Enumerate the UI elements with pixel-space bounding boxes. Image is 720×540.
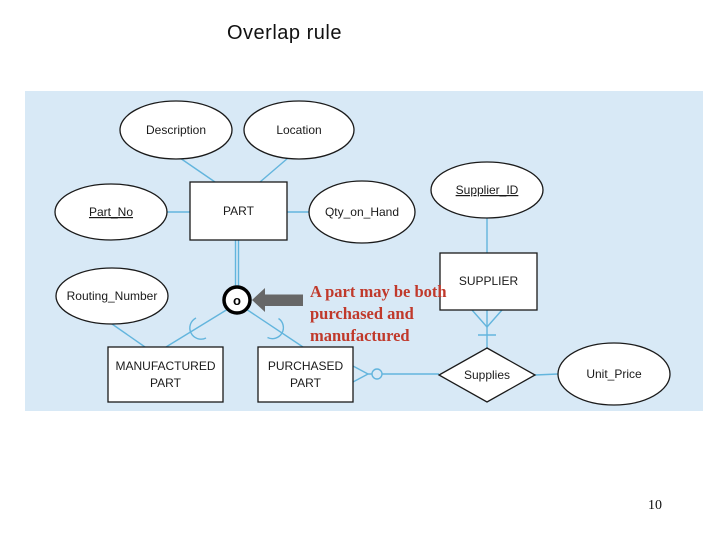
attribute-label-supplier-id: Supplier_ID bbox=[456, 183, 519, 197]
attribute-label-description: Description bbox=[146, 123, 206, 137]
entity-label-part: PART bbox=[223, 204, 255, 218]
attribute-ellipse-unit-price bbox=[557, 342, 671, 406]
connector-overlap-purchased bbox=[245, 308, 304, 348]
entity-manufactured-part bbox=[107, 346, 224, 403]
attribute-ellipse-routing-number bbox=[55, 267, 169, 325]
er-diagram-panel: o Description Location Part_No Qty_on_Ha… bbox=[25, 91, 703, 411]
connector-routing-manufactured bbox=[111, 323, 146, 348]
subtype-arc-left bbox=[189, 317, 207, 340]
subtype-arc-right bbox=[267, 317, 285, 340]
page-title: Overlap rule bbox=[227, 22, 342, 44]
overlap-circle bbox=[222, 285, 252, 315]
entity-label-manufactured-line2: PART bbox=[150, 376, 182, 390]
attribute-ellipse-supplier-id bbox=[430, 161, 544, 219]
page-number: 10 bbox=[648, 498, 662, 513]
connector-description-part bbox=[179, 157, 216, 183]
attribute-ellipse-location bbox=[243, 100, 355, 160]
entity-label-purchased-line2: PART bbox=[290, 376, 322, 390]
er-diagram-svg: o Description Location Part_No Qty_on_Ha… bbox=[54, 100, 671, 406]
callout-arrow-icon bbox=[252, 288, 303, 312]
attribute-ellipse-part-no bbox=[54, 183, 168, 241]
overlap-marker-label: o bbox=[233, 293, 241, 308]
crowsfoot-supplier-left bbox=[471, 309, 488, 328]
annotation-line2: purchased and bbox=[310, 304, 414, 323]
attribute-label-unit-price: Unit_Price bbox=[586, 367, 642, 381]
attribute-label-part-no: Part_No bbox=[89, 205, 133, 219]
attribute-ellipse-qty-on-hand bbox=[308, 180, 416, 244]
attribute-ellipse-description bbox=[119, 100, 233, 160]
entity-supplier bbox=[439, 252, 538, 311]
entity-label-manufactured-line1: MANUFACTURED bbox=[115, 359, 215, 373]
attribute-label-location: Location bbox=[276, 123, 321, 137]
crowsfoot-purchased-bottom bbox=[352, 373, 369, 383]
connector-overlap-manufactured bbox=[165, 308, 229, 348]
entity-label-purchased-line1: PURCHASED bbox=[268, 359, 344, 373]
entity-purchased-part bbox=[257, 346, 354, 403]
connector-supplies-unitprice bbox=[534, 373, 559, 376]
attribute-label-routing-number: Routing_Number bbox=[67, 289, 158, 303]
relationship-supplies-diamond bbox=[437, 347, 537, 403]
optional-circle-purchased bbox=[371, 368, 383, 380]
annotation-text: A part may be both purchased and manufac… bbox=[310, 281, 480, 347]
relationship-label-supplies: Supplies bbox=[464, 368, 510, 382]
crowsfoot-supplier-right bbox=[486, 309, 503, 328]
attribute-label-qty-on-hand: Qty_on_Hand bbox=[325, 205, 399, 219]
entity-label-supplier: SUPPLIER bbox=[459, 274, 519, 288]
crowsfoot-purchased-top bbox=[352, 365, 369, 375]
annotation-line3: manufactured bbox=[310, 326, 410, 345]
annotation-line1: A part may be both bbox=[310, 282, 447, 301]
entity-part bbox=[189, 181, 288, 241]
connector-location-part bbox=[259, 157, 289, 183]
